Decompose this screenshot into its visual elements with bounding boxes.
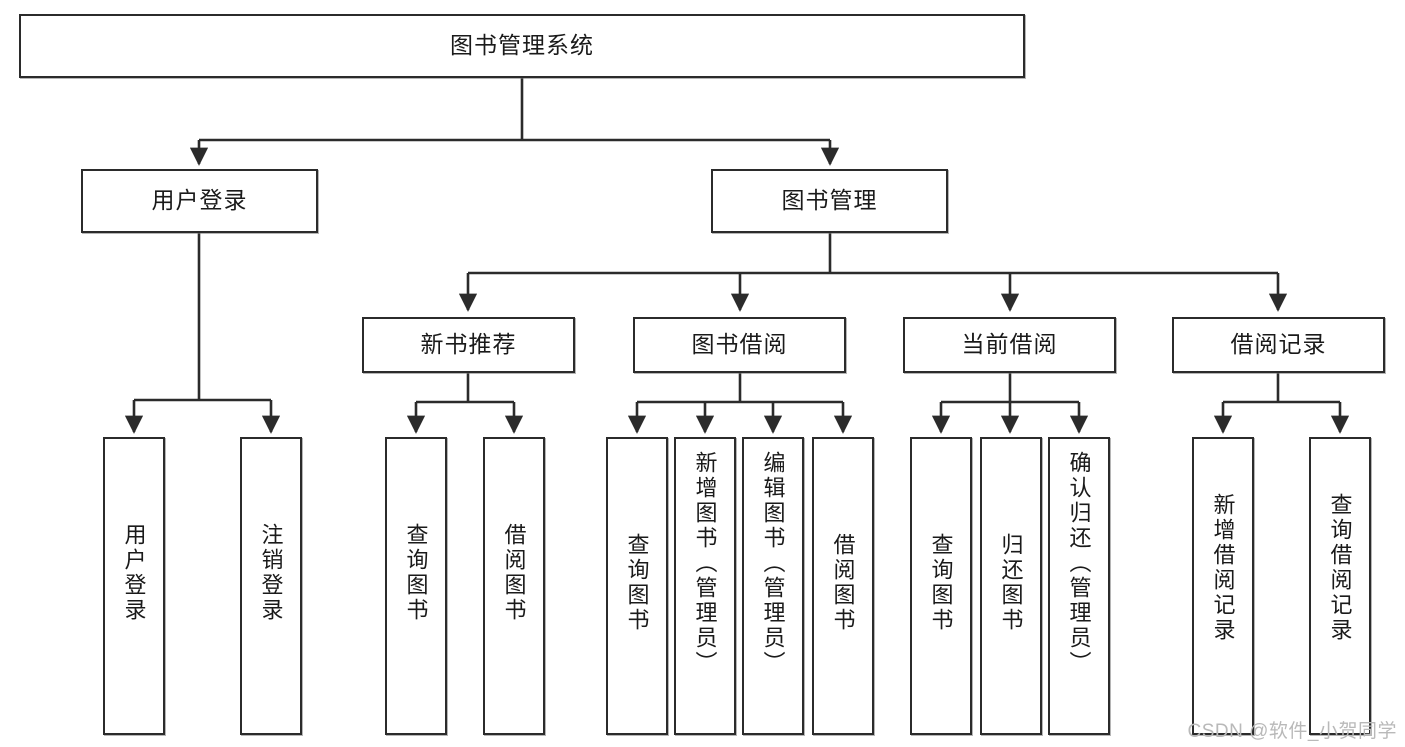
node-leaf-add-record[interactable]: 新增借阅记录	[1192, 437, 1254, 735]
node-leaf-return-book[interactable]: 归还图书	[980, 437, 1042, 735]
node-book-manage-label: 图书管理	[781, 187, 878, 214]
node-book-borrow-label: 图书借阅	[691, 331, 788, 358]
node-leaf-query-book-3-label: 查询图书	[928, 533, 954, 633]
node-leaf-user-login-label: 用户登录	[121, 523, 147, 623]
node-leaf-query-book-1-label: 查询图书	[403, 523, 429, 623]
node-borrow-record-label: 借阅记录	[1230, 331, 1327, 358]
node-user-login-label: 用户登录	[151, 187, 248, 214]
node-leaf-borrow-book-2[interactable]: 借阅图书	[812, 437, 874, 735]
node-borrow-record[interactable]: 借阅记录	[1172, 317, 1385, 373]
csdn-watermark: CSDN @软件_小贺同学	[1187, 721, 1397, 742]
node-leaf-borrow-book-2-label: 借阅图书	[830, 533, 856, 633]
node-current-borrow-label: 当前借阅	[961, 331, 1058, 358]
node-leaf-return-book-label: 归还图书	[998, 533, 1024, 633]
node-new-book-recommend[interactable]: 新书推荐	[362, 317, 575, 373]
node-leaf-add-record-label: 新增借阅记录	[1210, 493, 1236, 643]
node-leaf-logout-login[interactable]: 注销登录	[240, 437, 302, 735]
node-leaf-query-book-1[interactable]: 查询图书	[385, 437, 447, 735]
node-leaf-query-book-3[interactable]: 查询图书	[910, 437, 972, 735]
node-leaf-query-book-2[interactable]: 查询图书	[606, 437, 668, 735]
node-leaf-query-record-label: 查询借阅记录	[1327, 493, 1353, 643]
node-leaf-edit-book-label: 编辑图书（管理员）	[760, 451, 786, 676]
node-leaf-add-book[interactable]: 新增图书（管理员）	[674, 437, 736, 735]
node-leaf-borrow-book-1[interactable]: 借阅图书	[483, 437, 545, 735]
node-root-book-management-system[interactable]: 图书管理系统	[19, 14, 1025, 78]
node-user-login[interactable]: 用户登录	[81, 169, 318, 233]
node-leaf-logout-login-label: 注销登录	[258, 523, 284, 623]
node-book-borrow[interactable]: 图书借阅	[633, 317, 846, 373]
node-leaf-edit-book[interactable]: 编辑图书（管理员）	[742, 437, 804, 735]
node-leaf-borrow-book-1-label: 借阅图书	[501, 523, 527, 623]
node-leaf-query-record[interactable]: 查询借阅记录	[1309, 437, 1371, 735]
node-leaf-confirm-return[interactable]: 确认归还（管理员）	[1048, 437, 1110, 735]
node-root-label: 图书管理系统	[450, 32, 594, 59]
node-leaf-user-login[interactable]: 用户登录	[103, 437, 165, 735]
node-new-book-recommend-label: 新书推荐	[420, 331, 517, 358]
node-leaf-query-book-2-label: 查询图书	[624, 533, 650, 633]
node-book-manage[interactable]: 图书管理	[711, 169, 948, 233]
node-leaf-add-book-label: 新增图书（管理员）	[692, 451, 718, 676]
node-leaf-confirm-return-label: 确认归还（管理员）	[1066, 451, 1092, 676]
node-current-borrow[interactable]: 当前借阅	[903, 317, 1116, 373]
